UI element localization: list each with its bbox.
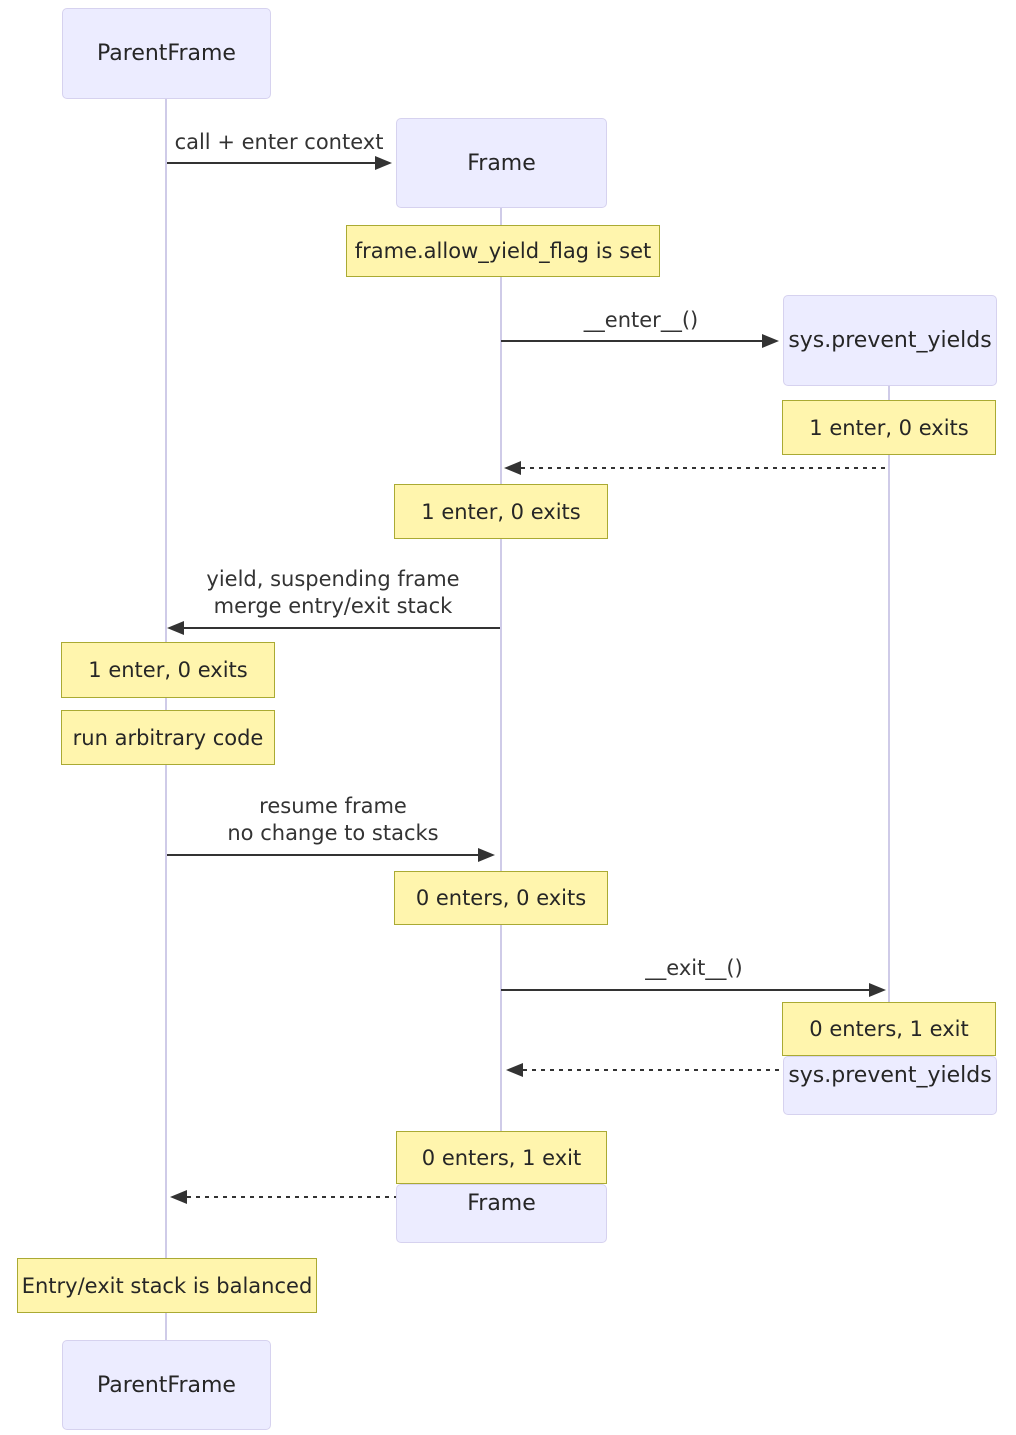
- note-parent-after-yield: 1 enter, 0 exits: [61, 642, 275, 698]
- actor-sys-prevent-yields-bottom: sys.prevent_yields: [783, 1056, 997, 1115]
- arrowhead-icon: [869, 983, 886, 997]
- message-yield-label-line1: yield, suspending frame: [206, 567, 460, 591]
- arrowhead-icon: [504, 461, 521, 475]
- note-balanced: Entry/exit stack is balanced: [17, 1258, 317, 1313]
- message-exit-line: [501, 989, 870, 991]
- arrowhead-icon: [170, 1190, 187, 1204]
- actor-parentframe-top: ParentFrame: [62, 8, 271, 99]
- arrowhead-icon: [478, 848, 495, 862]
- message-frame-return-line: [187, 1196, 500, 1198]
- arrowhead-icon: [375, 156, 392, 170]
- note-run-arbitrary-code: run arbitrary code: [61, 710, 275, 765]
- message-resume-label-line2: no change to stacks: [227, 821, 439, 845]
- note-frame-after-exit: 0 enters, 1 exit: [396, 1131, 607, 1184]
- note-allow-yield-flag: frame.allow_yield_flag is set: [346, 225, 660, 277]
- note-frame-after-resume: 0 enters, 0 exits: [394, 871, 608, 925]
- lifeline-sys-prevent-yields: [888, 386, 890, 1115]
- message-enter-line: [501, 340, 762, 342]
- message-yield-line: [183, 627, 500, 629]
- message-resume-label-line1: resume frame: [259, 794, 407, 818]
- message-call-label: call + enter context: [174, 130, 384, 154]
- note-sys-after-enter: 1 enter, 0 exits: [782, 400, 996, 455]
- message-exit-label: __exit__(): [645, 956, 743, 980]
- message-exit-return-line: [523, 1069, 889, 1071]
- arrowhead-icon: [762, 334, 779, 348]
- actor-frame-top: Frame: [396, 118, 607, 208]
- message-call-line: [167, 162, 378, 164]
- note-sys-after-exit: 0 enters, 1 exit: [782, 1002, 996, 1056]
- message-resume-line: [167, 854, 480, 856]
- actor-parentframe-bottom: ParentFrame: [62, 1340, 271, 1430]
- lifeline-frame: [500, 208, 502, 1243]
- arrowhead-icon: [167, 621, 184, 635]
- arrowhead-icon: [506, 1063, 523, 1077]
- actor-sys-prevent-yields-top: sys.prevent_yields: [783, 295, 997, 386]
- message-enter-return-line: [521, 467, 889, 469]
- actor-frame-bottom: Frame: [396, 1184, 607, 1243]
- note-frame-after-enter: 1 enter, 0 exits: [394, 484, 608, 539]
- message-enter-label: __enter__(): [583, 308, 699, 332]
- message-yield-label-line2: merge entry/exit stack: [213, 594, 453, 618]
